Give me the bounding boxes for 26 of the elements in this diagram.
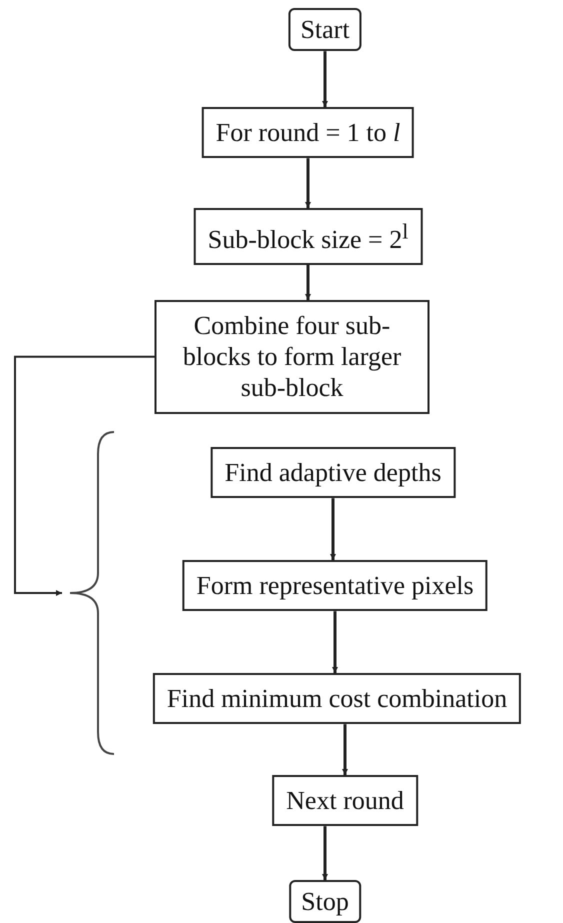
process-box [272, 775, 418, 826]
arrow [342, 724, 348, 775]
process-box [194, 208, 422, 265]
terminal-box [289, 880, 361, 923]
arrow [330, 498, 336, 560]
arrow [322, 51, 328, 107]
process-box [210, 447, 456, 498]
arrow [332, 611, 338, 673]
arrow [14, 356, 154, 596]
step-text: Find minimum cost combination [166, 684, 508, 713]
step-text: Next round [286, 786, 404, 815]
step-text: Stop [301, 887, 349, 916]
step-text: Find adaptive depths [224, 458, 442, 487]
arrow [305, 158, 311, 208]
step-text: Form representative pixels [196, 571, 474, 600]
process-box [154, 300, 430, 414]
process-box [202, 107, 414, 158]
arrow [322, 826, 328, 880]
step-text: For round = 1 to l [216, 118, 400, 147]
step-text: Start [300, 15, 350, 44]
step-text: Sub-block size = 2$^{l}$ [208, 224, 408, 254]
step-text: Combine four sub-blocks to form larger sub-block [182, 311, 402, 402]
process-box [152, 673, 522, 724]
process-box [182, 560, 488, 612]
arrow [305, 264, 311, 300]
terminal-box [288, 8, 362, 52]
